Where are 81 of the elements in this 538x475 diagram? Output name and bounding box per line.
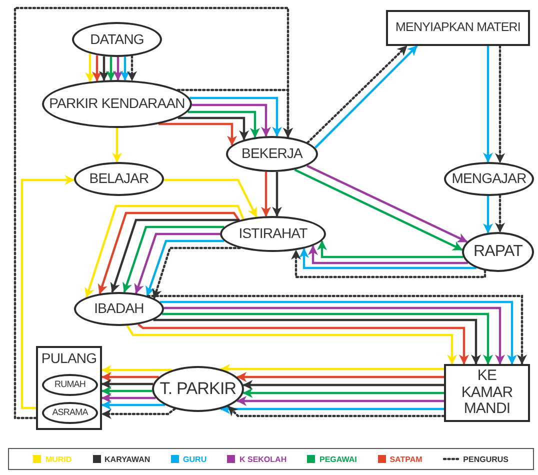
arrow bbox=[85, 54, 95, 82]
arrow bbox=[101, 372, 159, 382]
arrow bbox=[236, 372, 444, 382]
node-label: PULANG bbox=[41, 351, 97, 366]
activity-ellipse bbox=[462, 232, 534, 272]
node-label: MENYIAPKAN MATERI bbox=[396, 21, 520, 35]
legend-label: SATPAM bbox=[390, 454, 422, 464]
arrow bbox=[120, 56, 130, 81]
arrow bbox=[314, 45, 418, 149]
arrow bbox=[101, 365, 172, 375]
activity-ellipse bbox=[226, 136, 318, 172]
node-label: BELAJAR bbox=[89, 171, 149, 187]
arrow bbox=[106, 56, 116, 81]
node-label: DATANG bbox=[90, 32, 144, 48]
arrow bbox=[299, 248, 476, 270]
activity-ellipse bbox=[220, 216, 326, 252]
arrow bbox=[306, 164, 468, 243]
arrow bbox=[101, 386, 152, 396]
arrow bbox=[98, 212, 240, 294]
node-label: MENGAJAR bbox=[452, 171, 526, 187]
arrow bbox=[146, 240, 224, 296]
arrow bbox=[101, 393, 156, 403]
arrow bbox=[92, 55, 102, 82]
node-label: BEKERJA bbox=[242, 146, 302, 162]
arrow bbox=[84, 204, 244, 298]
dotted-arrow bbox=[227, 405, 446, 418]
arrow bbox=[113, 57, 123, 81]
node-label: T. PARKIR bbox=[160, 380, 236, 398]
activity-box bbox=[386, 10, 530, 46]
arrow bbox=[190, 96, 282, 137]
arrow bbox=[308, 245, 468, 264]
dotted-arrow bbox=[127, 54, 137, 82]
node-label: ISTIRAHAT bbox=[238, 226, 308, 242]
activity-box bbox=[444, 364, 530, 422]
dotted-arrow bbox=[14, 6, 293, 420]
arrow bbox=[178, 116, 249, 140]
arrow bbox=[242, 380, 444, 390]
arrow bbox=[483, 196, 493, 234]
arrow bbox=[99, 56, 109, 82]
arrow bbox=[110, 218, 240, 293]
legend-label: MURID bbox=[45, 454, 72, 464]
dotted-arrow bbox=[495, 44, 505, 164]
arrow bbox=[188, 110, 260, 138]
arrow bbox=[220, 404, 444, 414]
activity-box bbox=[36, 346, 102, 430]
legend-label: GURU bbox=[183, 454, 207, 464]
arrow bbox=[192, 104, 271, 137]
arrow bbox=[134, 232, 220, 294]
legend-label: K SEKOLAH bbox=[239, 454, 287, 464]
dotted-arrow bbox=[152, 246, 241, 300]
arrow bbox=[164, 178, 258, 218]
arrow bbox=[261, 172, 271, 217]
activity-ellipse bbox=[152, 366, 244, 412]
arrow bbox=[112, 128, 122, 163]
arrow bbox=[272, 172, 282, 217]
node-label: IBADAH bbox=[94, 301, 144, 317]
legend-label: PEGAWAI bbox=[319, 454, 357, 464]
node-label: ASRAMA bbox=[52, 408, 88, 418]
arrow bbox=[101, 400, 165, 410]
arrow bbox=[242, 388, 444, 398]
arrow bbox=[153, 318, 481, 365]
node-label: RAPAT bbox=[474, 243, 522, 261]
node-label: PARKIR KENDARAAN bbox=[49, 96, 185, 112]
node-label: RUMAH bbox=[54, 380, 86, 390]
arrow bbox=[483, 46, 493, 163]
arrow bbox=[236, 396, 444, 406]
dotted-arrow bbox=[291, 249, 486, 278]
node-label: KE KAMAR MANDI bbox=[460, 368, 514, 418]
activity-ellipse bbox=[42, 374, 98, 396]
legend-label: KARYAWAN bbox=[104, 454, 150, 464]
legend-label: PENGURUS bbox=[463, 454, 509, 464]
arrow bbox=[220, 364, 444, 374]
dotted-arrow bbox=[100, 408, 176, 419]
dotted-arrow bbox=[306, 44, 408, 144]
arrow bbox=[317, 240, 464, 258]
dotted-arrow bbox=[495, 194, 505, 234]
arrow bbox=[122, 226, 224, 293]
arrow bbox=[20, 175, 75, 410]
arrow bbox=[101, 379, 154, 389]
arrow bbox=[158, 122, 237, 146]
activity-ellipse bbox=[42, 402, 98, 424]
